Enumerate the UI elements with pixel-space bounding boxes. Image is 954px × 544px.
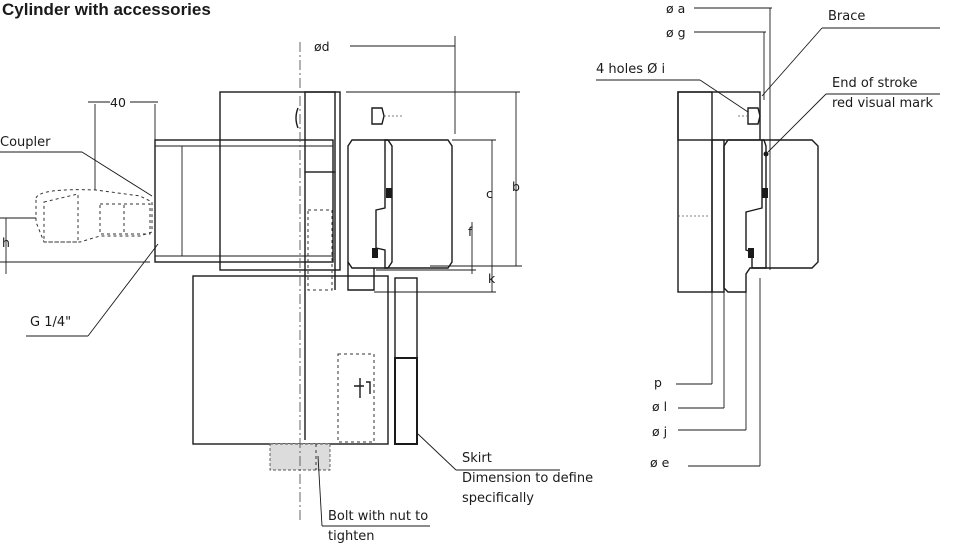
end-stroke-label: End of stroke xyxy=(832,76,917,91)
bolt-label-2: tighten xyxy=(328,529,375,544)
right-section-view: ø a ø g 4 holes Ø i Brace End of stroke … xyxy=(596,1,940,470)
dim-l-label: ø l xyxy=(652,399,667,414)
right-flange xyxy=(677,91,713,293)
red-visual-mark xyxy=(763,151,769,157)
lower-body-block xyxy=(192,275,389,445)
right-screw xyxy=(747,107,761,125)
dim-g-label: ø g xyxy=(666,25,686,40)
brace-label: Brace xyxy=(828,9,865,24)
right-piston-head xyxy=(745,139,819,269)
upper-flange xyxy=(219,91,341,271)
top-screw xyxy=(371,107,385,125)
skirt-note-2: specifically xyxy=(462,491,534,506)
dim-40-label: 40 xyxy=(110,95,126,110)
coupler-dashed-outline xyxy=(35,189,153,243)
skirt-note: Dimension to define xyxy=(462,471,593,486)
piston-housing xyxy=(347,139,393,269)
dim-f-label: f xyxy=(468,224,473,239)
left-section-view: 40 h ød b c f k Coupler G 1/4" Skirt xyxy=(0,36,593,544)
skirt-label: Skirt xyxy=(462,451,492,466)
piston-head xyxy=(375,139,453,269)
central-column xyxy=(304,91,336,173)
dim-a-label: ø a xyxy=(666,1,685,16)
dim-k-label: k xyxy=(488,271,496,286)
holes-label: 4 holes Ø i xyxy=(596,62,665,77)
right-piston-housing xyxy=(723,139,767,293)
dim-p-label: p xyxy=(654,375,662,390)
diagram-title: Cylinder with accessories xyxy=(2,0,211,19)
dim-b-label: b xyxy=(512,179,520,194)
skirt-dark-part xyxy=(394,277,418,359)
dim-e-label: ø e xyxy=(650,455,670,470)
coupler-label: Coupler xyxy=(0,135,51,150)
skirt-white-part xyxy=(394,357,418,445)
dim-j-label: ø j xyxy=(652,424,667,439)
cylinder-body xyxy=(154,139,334,263)
dim-h-label: h xyxy=(2,235,10,250)
dim-c-label: c xyxy=(486,186,493,201)
g-thread-label: G 1/4" xyxy=(30,315,71,330)
dim-d-label: ød xyxy=(314,39,330,54)
end-stroke-label-2: red visual mark xyxy=(832,96,933,111)
bolt-label: Bolt with nut to xyxy=(328,509,428,524)
